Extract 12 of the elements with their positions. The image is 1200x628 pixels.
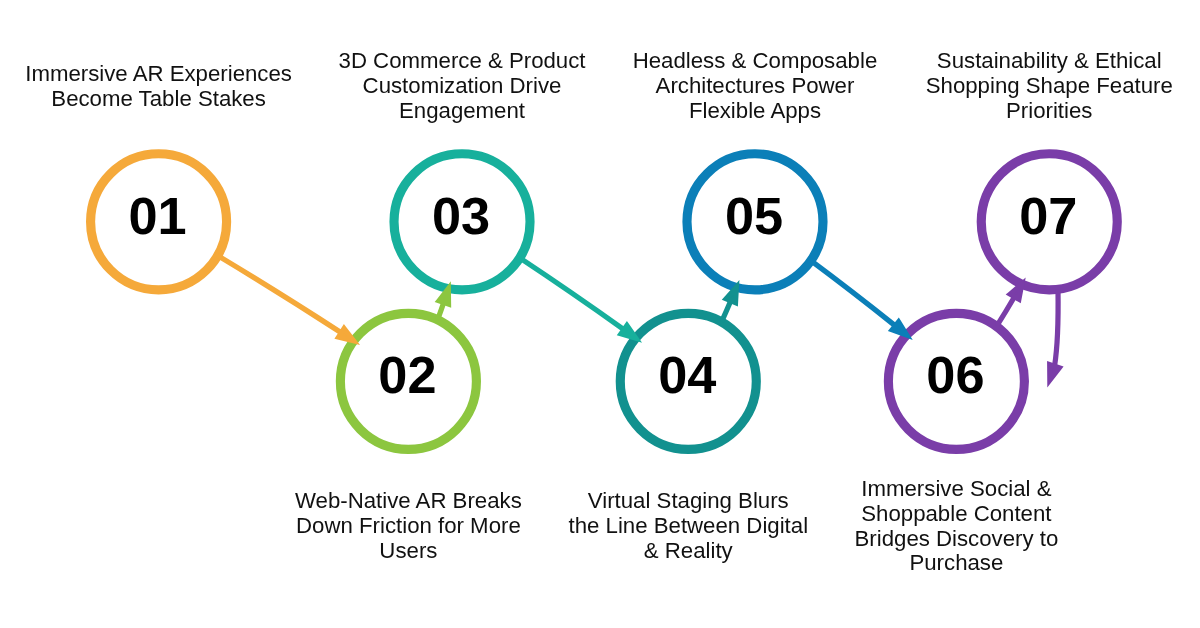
node-label: Headless & Composable Architectures Power Flexible Apps bbox=[632, 48, 878, 123]
node-circle: 07 bbox=[976, 149, 1122, 295]
node-circle: 01 bbox=[86, 149, 232, 295]
node-circle: 06 bbox=[883, 308, 1029, 454]
node-circle: 03 bbox=[389, 149, 535, 295]
node-label: Virtual Staging Blurs the Line Between Digital & Reality bbox=[568, 488, 809, 564]
node-label: Immersive AR Experiences Become Table Stakes bbox=[25, 60, 292, 111]
node-label: Web-Native AR Breaks Down Friction for More Users bbox=[294, 488, 522, 564]
node-label: Immersive Social & Shoppable Content Bridges Discovery to Purchase bbox=[854, 475, 1059, 576]
node-circle: 05 bbox=[682, 149, 828, 295]
node-label: 3D Commerce & Product Customization Drive Engagement bbox=[338, 48, 586, 123]
node-label: Sustainability & Ethical Shopping Shape Feature Priorities bbox=[925, 48, 1173, 123]
